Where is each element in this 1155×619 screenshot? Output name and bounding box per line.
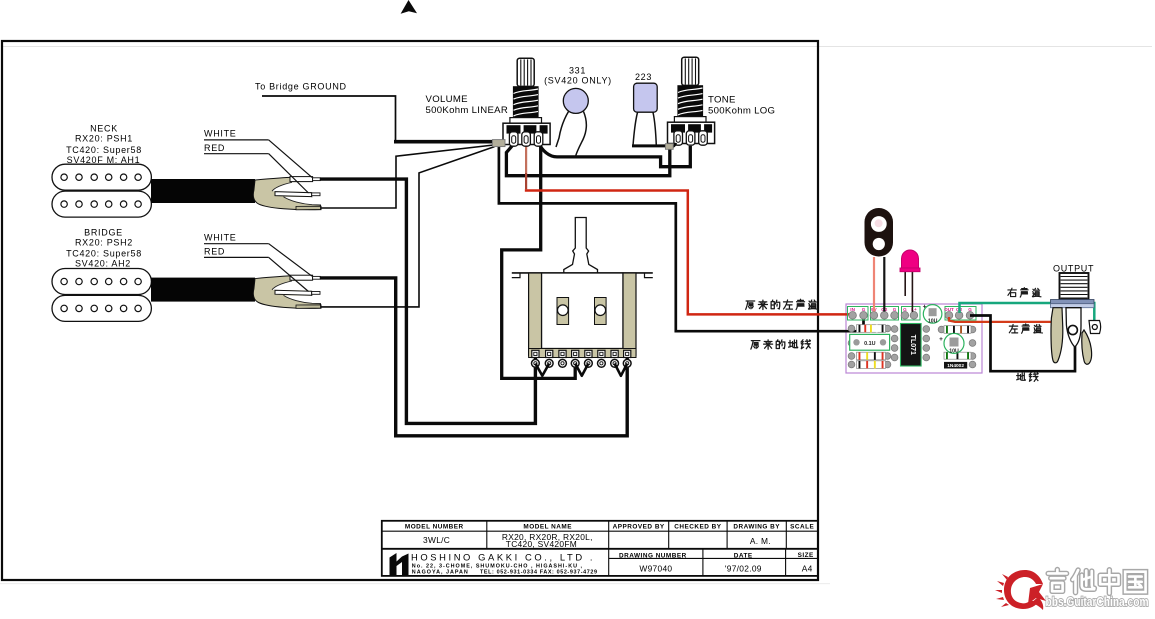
svg-text:DRAWING BY: DRAWING BY <box>733 523 780 530</box>
svg-text:+: + <box>923 304 927 311</box>
svg-text:RED: RED <box>204 246 225 256</box>
svg-text:'97/02.09: '97/02.09 <box>725 563 762 573</box>
svg-text:G: G <box>893 307 897 312</box>
svg-text:10U: 10U <box>928 319 938 325</box>
svg-text:L+: L+ <box>911 307 917 312</box>
svg-text:VOLUME: VOLUME <box>426 94 468 105</box>
svg-text:RED: RED <box>204 143 225 153</box>
svg-text:SCALE: SCALE <box>790 523 814 530</box>
svg-text:RX20: PSH2: RX20: PSH2 <box>75 238 133 248</box>
svg-text:OUT: OUT <box>944 307 954 312</box>
svg-text:A4: A4 <box>802 563 813 573</box>
svg-text:MODEL NUMBER: MODEL NUMBER <box>405 523 464 530</box>
svg-text:APPROVED BY: APPROVED BY <box>613 523 665 530</box>
svg-text:G: G <box>862 307 866 312</box>
svg-text:bbs.GuitarChina.com: bbs.GuitarChina.com <box>1046 595 1149 609</box>
svg-text:CHECKED BY: CHECKED BY <box>674 523 721 530</box>
svg-text:G: G <box>903 307 907 312</box>
svg-text:DRAWING NUMBER: DRAWING NUMBER <box>619 553 687 560</box>
svg-text:500Kohm LOG: 500Kohm LOG <box>708 106 775 117</box>
svg-text:W97040: W97040 <box>639 563 672 573</box>
svg-text:RX20, RX20R, RX20L,: RX20, RX20R, RX20L, <box>502 532 593 542</box>
svg-text:SV420F M: AH1: SV420F M: AH1 <box>67 155 141 165</box>
svg-text:OUTPUT: OUTPUT <box>1053 264 1094 274</box>
svg-text:RX20: PSH1: RX20: PSH1 <box>75 134 133 144</box>
svg-text:IN: IN <box>850 307 855 312</box>
svg-text:0.1U: 0.1U <box>864 341 875 347</box>
svg-text:To Bridge GROUND: To Bridge GROUND <box>255 82 347 92</box>
svg-text:TC420: Super58: TC420: Super58 <box>66 249 142 259</box>
svg-text:331: 331 <box>569 66 586 76</box>
svg-text:10U: 10U <box>949 348 959 354</box>
svg-text:G: G <box>968 307 972 312</box>
svg-text:DATE: DATE <box>734 553 753 560</box>
svg-text:223: 223 <box>635 72 652 82</box>
svg-text:WHITE: WHITE <box>204 129 237 139</box>
svg-text:3WL/C: 3WL/C <box>423 535 450 545</box>
svg-text:TL071: TL071 <box>909 335 916 355</box>
svg-text:A. M.: A. M. <box>750 536 771 546</box>
svg-text:TEL: 052-931-0334 FAX: 052-93: TEL: 052-931-0334 FAX: 052-937-4729 <box>480 570 598 576</box>
svg-text:NECK: NECK <box>90 124 118 134</box>
svg-text:+: + <box>939 336 943 343</box>
svg-text:500Kohm LINEAR: 500Kohm LINEAR <box>426 105 509 116</box>
svg-text:(SV420 ONLY): (SV420 ONLY) <box>544 76 612 86</box>
svg-text:No. 22, 3-CHOME, SHUMOKU-CHO ,: No. 22, 3-CHOME, SHUMOKU-CHO , HIGASHI-K… <box>412 563 583 569</box>
svg-text:TONE: TONE <box>708 95 736 106</box>
svg-text:1N4002: 1N4002 <box>947 363 964 369</box>
svg-text:SV420: AH2: SV420: AH2 <box>75 259 131 269</box>
svg-text:WHITE: WHITE <box>204 232 237 242</box>
svg-text:MODEL NAME: MODEL NAME <box>523 523 572 530</box>
svg-text:TC420, SV420FM: TC420, SV420FM <box>506 539 577 549</box>
svg-text:SIZE: SIZE <box>798 552 814 559</box>
svg-text:NAGOYA, JAPAN: NAGOYA, JAPAN <box>412 570 469 576</box>
svg-text:HOSHINO GAKKI CO., LTD .: HOSHINO GAKKI CO., LTD . <box>411 551 595 562</box>
svg-text:TC420: Super58: TC420: Super58 <box>66 145 142 155</box>
svg-text:BRIDGE: BRIDGE <box>84 228 123 238</box>
